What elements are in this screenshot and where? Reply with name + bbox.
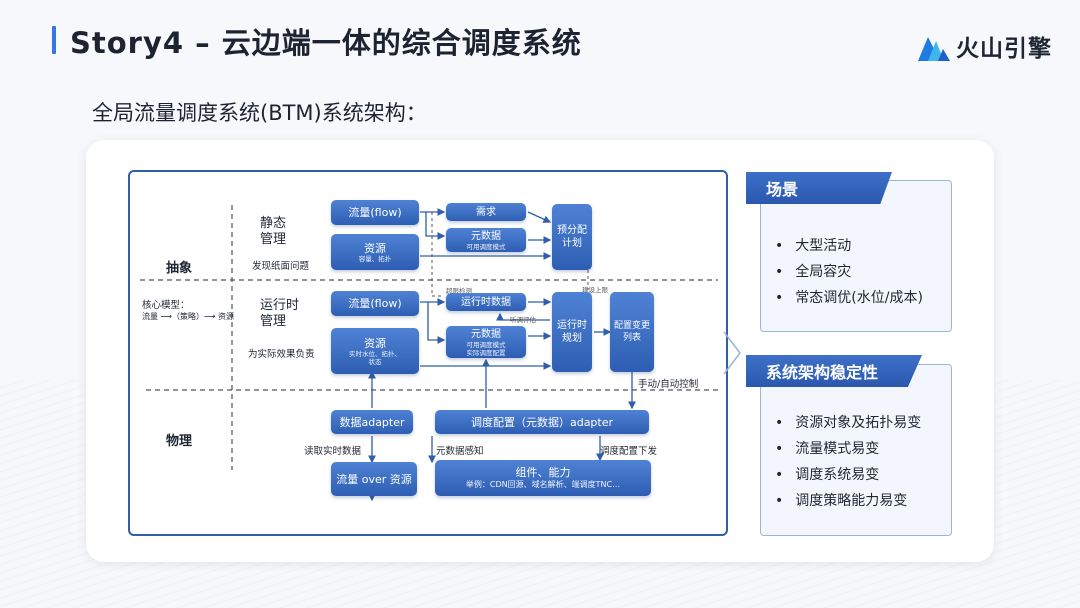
components-sub: 举例：CDN回源、域名解析、端调度TNC…: [465, 480, 621, 489]
read-realtime-data-label: 读取实时数据: [304, 446, 362, 457]
volcano-logo-icon: [918, 37, 950, 61]
section-subtitle: 全局流量调度系统(BTM)系统架构：: [92, 101, 427, 125]
runtime-meta-label: 元数据: [471, 328, 501, 340]
runtime-management-title: 运行时 管理: [260, 298, 300, 329]
runtime-plan-label: 运行时 规划: [557, 320, 587, 344]
flow-over-resource-label: 流量 over 资源: [336, 472, 412, 486]
components-label: 组件、能力: [515, 466, 571, 479]
core-model-formula: 流量 ⟶（策略）⟶ 资源: [142, 312, 235, 321]
components-node: 组件、能力 举例：CDN回源、域名解析、端调度TNC…: [435, 460, 651, 496]
runtime-resource-label: 资源: [364, 336, 386, 350]
static-management-note: 发现纸面问题: [252, 261, 310, 272]
stability-tag: 系统架构稳定性: [746, 355, 922, 387]
data-adapter-node: 数据adapter: [331, 410, 413, 434]
static-meta-node: 元数据 可用调度模式: [446, 228, 526, 252]
scenario-item: 全局容灾: [775, 259, 923, 285]
stability-item: 调度系统易变: [775, 462, 921, 488]
layer-label-abstract: 抽象: [166, 261, 193, 276]
runtime-flow-label: 流量(flow): [348, 297, 402, 310]
static-flow-node: 流量(flow): [331, 200, 419, 225]
scenario-item: 大型活动: [775, 233, 923, 259]
flow-over-resource-node: 流量 over 资源: [331, 462, 417, 496]
metadata-sense-label: 元数据感知: [436, 446, 484, 457]
title-accent-bar: [52, 26, 56, 54]
static-flow-label: 流量(flow): [348, 206, 402, 219]
stability-item: 资源对象及拓扑易变: [775, 410, 921, 436]
over-limit-label: 超限检测: [446, 287, 472, 295]
scenario-panel: 大型活动 全局容灾 常态调优(水位/成本): [760, 180, 952, 332]
stability-list: 资源对象及拓扑易变 流量模式易变 调度系统易变 调度策略能力易变: [775, 410, 921, 514]
static-resource-sub: 容量、拓扑: [358, 254, 392, 263]
config-adapter-label: 调度配置（元数据）adapter: [470, 415, 614, 429]
scenario-tag: 场景: [746, 172, 892, 204]
evaluation-label: 听调评估: [510, 316, 536, 324]
runtime-data-label: 运行时数据: [461, 296, 511, 308]
runtime-meta-sub: 可用调度模式 实际调度配置: [466, 340, 506, 357]
manual-auto-control-label: 手动/自动控制: [638, 379, 699, 390]
runtime-meta-node: 元数据 可用调度模式 实际调度配置: [446, 326, 526, 358]
stability-item: 流量模式易变: [775, 436, 921, 462]
page-title: Story4 – 云边端一体的综合调度系统: [70, 26, 582, 60]
brand-logo: 火山引擎: [918, 28, 1052, 64]
runtime-flow-node: 流量(flow): [331, 291, 419, 316]
pre-allocation-plan-label: 预分配 计划: [557, 225, 587, 249]
scenario-list: 大型活动 全局容灾 常态调优(水位/成本): [775, 233, 923, 311]
scenario-item: 常态调优(水位/成本): [775, 285, 923, 311]
runtime-resource-sub: 实时水位、拓扑、 状态: [349, 349, 401, 366]
runtime-resource-node: 资源 实时水位、拓扑、 状态: [331, 328, 419, 374]
core-model-title: 核心模型：: [142, 300, 190, 311]
plan-limit-label: 建设上限: [582, 286, 608, 294]
chevron-right-icon: [723, 331, 741, 375]
brand-name: 火山引擎: [956, 36, 1052, 62]
runtime-plan-node: 运行时 规划: [552, 292, 592, 372]
layer-label-physical: 物理: [166, 434, 193, 449]
config-adapter-node: 调度配置（元数据）adapter: [435, 410, 649, 434]
runtime-management-note: 为实际效果负责: [248, 349, 315, 360]
static-meta-label: 元数据: [471, 230, 501, 242]
config-deliver-label: 调度配置下发: [600, 446, 658, 457]
static-resource-label: 资源: [364, 241, 386, 255]
static-management-title: 静态 管理: [260, 216, 287, 247]
stability-item: 调度策略能力易变: [775, 488, 921, 514]
demand-node: 需求: [446, 203, 526, 221]
demand-label: 需求: [476, 206, 496, 218]
static-resource-node: 资源 容量、拓扑: [331, 234, 419, 270]
stability-panel: 资源对象及拓扑易变 流量模式易变 调度系统易变 调度策略能力易变: [760, 364, 952, 536]
pre-allocation-plan-node: 预分配 计划: [552, 204, 592, 270]
static-meta-sub: 可用调度模式: [466, 242, 506, 251]
data-adapter-label: 数据adapter: [339, 415, 405, 429]
config-change-list-node: 配置变更 列表: [610, 292, 654, 372]
config-change-list-label: 配置变更 列表: [613, 321, 650, 343]
runtime-data-node: 运行时数据: [446, 293, 526, 311]
